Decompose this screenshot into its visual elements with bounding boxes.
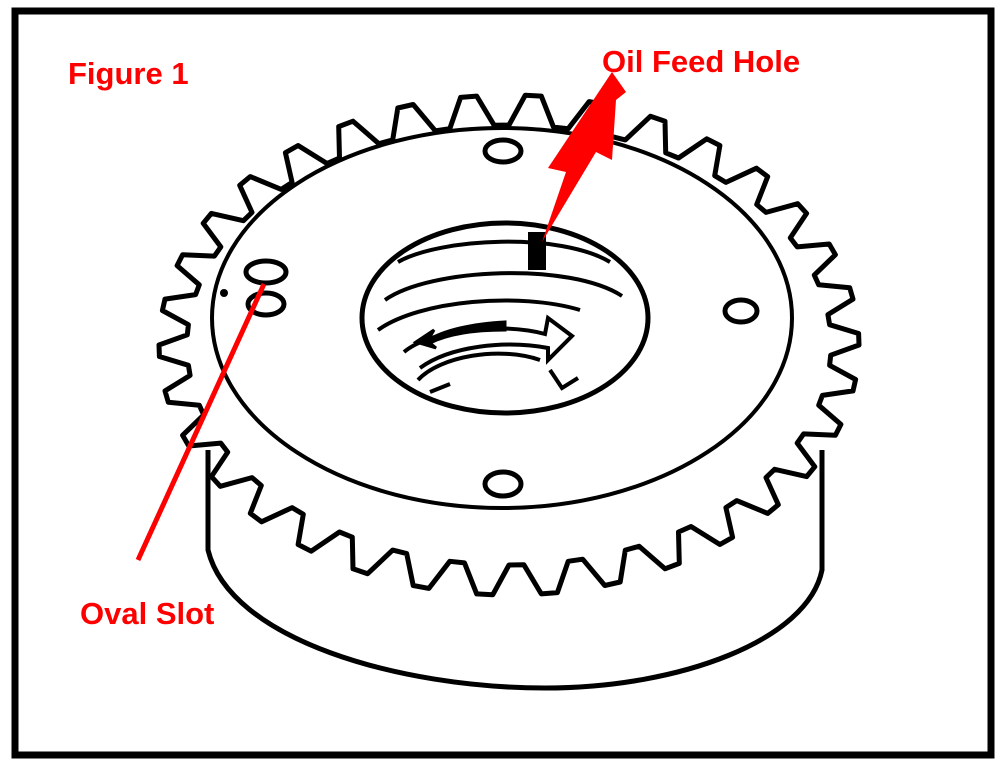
figure-title: Figure 1 bbox=[68, 56, 189, 91]
oil-feed-hole-label: Oil Feed Hole bbox=[602, 44, 801, 79]
figure-border bbox=[11, 7, 995, 759]
locator-dot bbox=[220, 289, 228, 297]
bolt-hole-right bbox=[722, 297, 760, 325]
bolt-hole-top bbox=[482, 137, 524, 165]
oval-slot-leader bbox=[135, 282, 267, 562]
oil-feed-hole bbox=[528, 232, 546, 270]
oil-feed-arrow bbox=[542, 72, 626, 242]
oval-slot-label: Oval Slot bbox=[80, 596, 215, 631]
center-bore bbox=[359, 220, 651, 416]
bolt-hole-bottom bbox=[482, 469, 524, 499]
rotation-arrow bbox=[412, 320, 507, 350]
bore-details bbox=[376, 239, 624, 394]
